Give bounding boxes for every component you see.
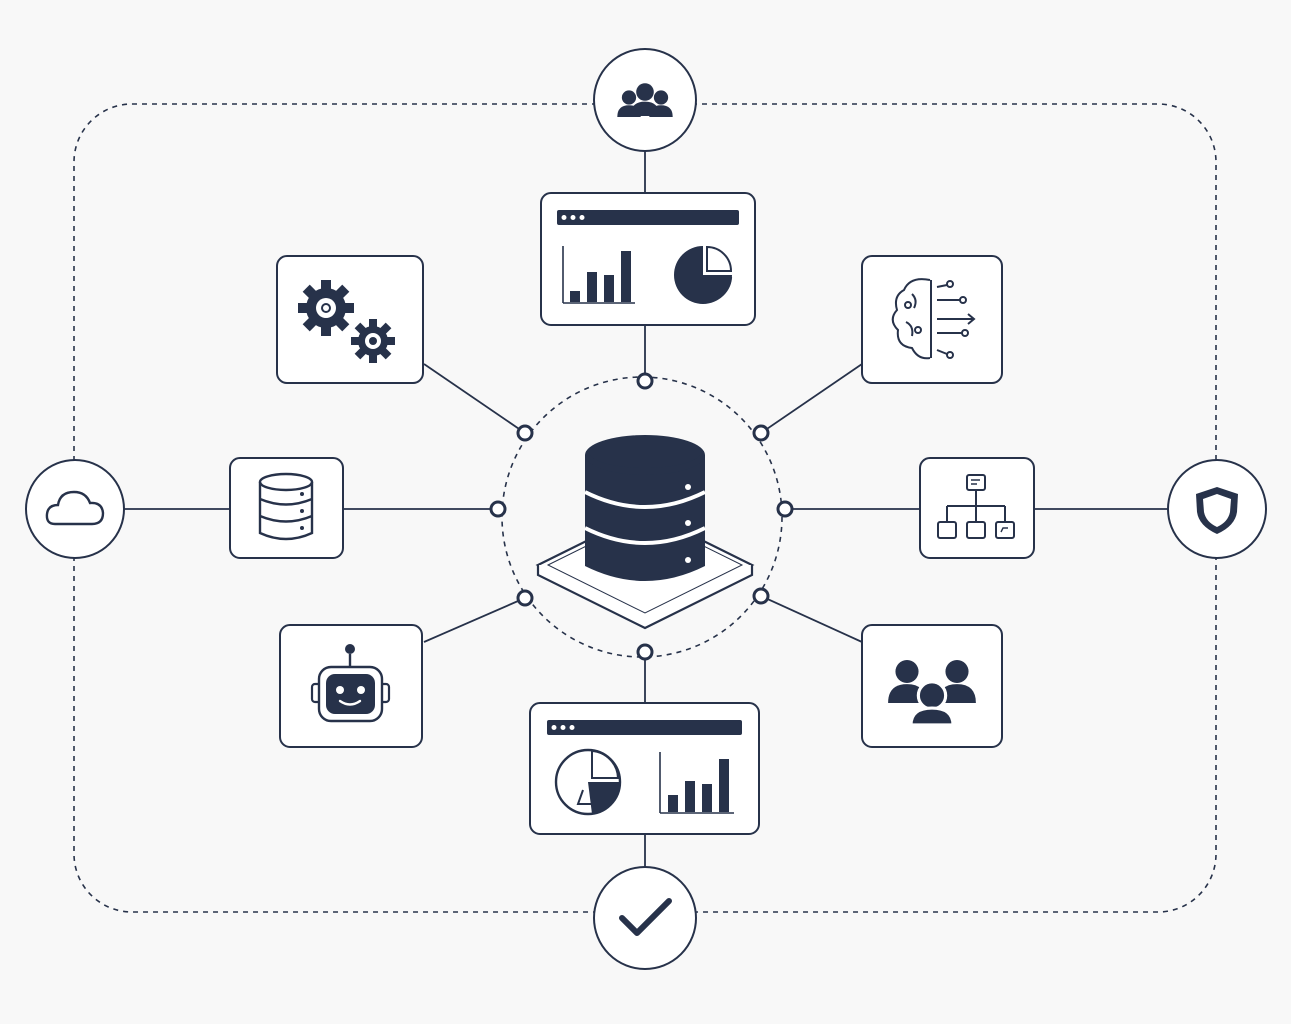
- org-chart-icon: [937, 474, 1015, 539]
- ring-connector-dots: [489, 372, 794, 661]
- dashboard-top-bar-4: [621, 251, 631, 302]
- dashboard-bottom-bar-1: [668, 795, 678, 812]
- dashboard-top-bar-3: [604, 275, 614, 302]
- cloud-icon: [45, 490, 105, 526]
- dashboard-bottom-bar-3: [702, 784, 712, 812]
- dashboard-top-bar-2: [587, 272, 597, 302]
- automation-card[interactable]: [279, 624, 423, 748]
- dashboard-chart-icon: [554, 748, 734, 816]
- ai-card[interactable]: [861, 255, 1003, 384]
- settings-card[interactable]: [276, 255, 424, 384]
- dashboard-top-card[interactable]: [540, 192, 756, 326]
- pie-chart-bottom: [554, 748, 622, 816]
- bar-chart-bottom: [668, 759, 729, 812]
- robot-icon: [310, 644, 391, 723]
- hub-ring: [501, 376, 783, 658]
- dashboard-chart-icon: [562, 245, 733, 304]
- dashboard-bottom-bar-4: [719, 759, 729, 812]
- bar-chart-top: [570, 251, 631, 302]
- dashboard-bottom-card[interactable]: [529, 702, 760, 835]
- dashboard-top-bar-1: [570, 291, 580, 302]
- team-node[interactable]: [593, 48, 697, 152]
- database-icon: [535, 435, 755, 630]
- checkmark-icon: [619, 898, 672, 936]
- hierarchy-card[interactable]: [919, 457, 1035, 559]
- users-group-icon: [888, 659, 976, 727]
- security-node[interactable]: [1167, 459, 1267, 559]
- storage-card[interactable]: [229, 457, 344, 559]
- gears-icon: [298, 280, 395, 363]
- users-card[interactable]: [861, 624, 1003, 748]
- ai-brain-icon: [891, 278, 976, 360]
- connector-lines: [124, 150, 1170, 868]
- cloud-node[interactable]: [25, 459, 125, 559]
- pie-chart-top: [674, 245, 733, 304]
- approval-node[interactable]: [593, 866, 697, 970]
- server-stack-icon: [258, 472, 314, 541]
- dashboard-bottom-bar-2: [685, 781, 695, 812]
